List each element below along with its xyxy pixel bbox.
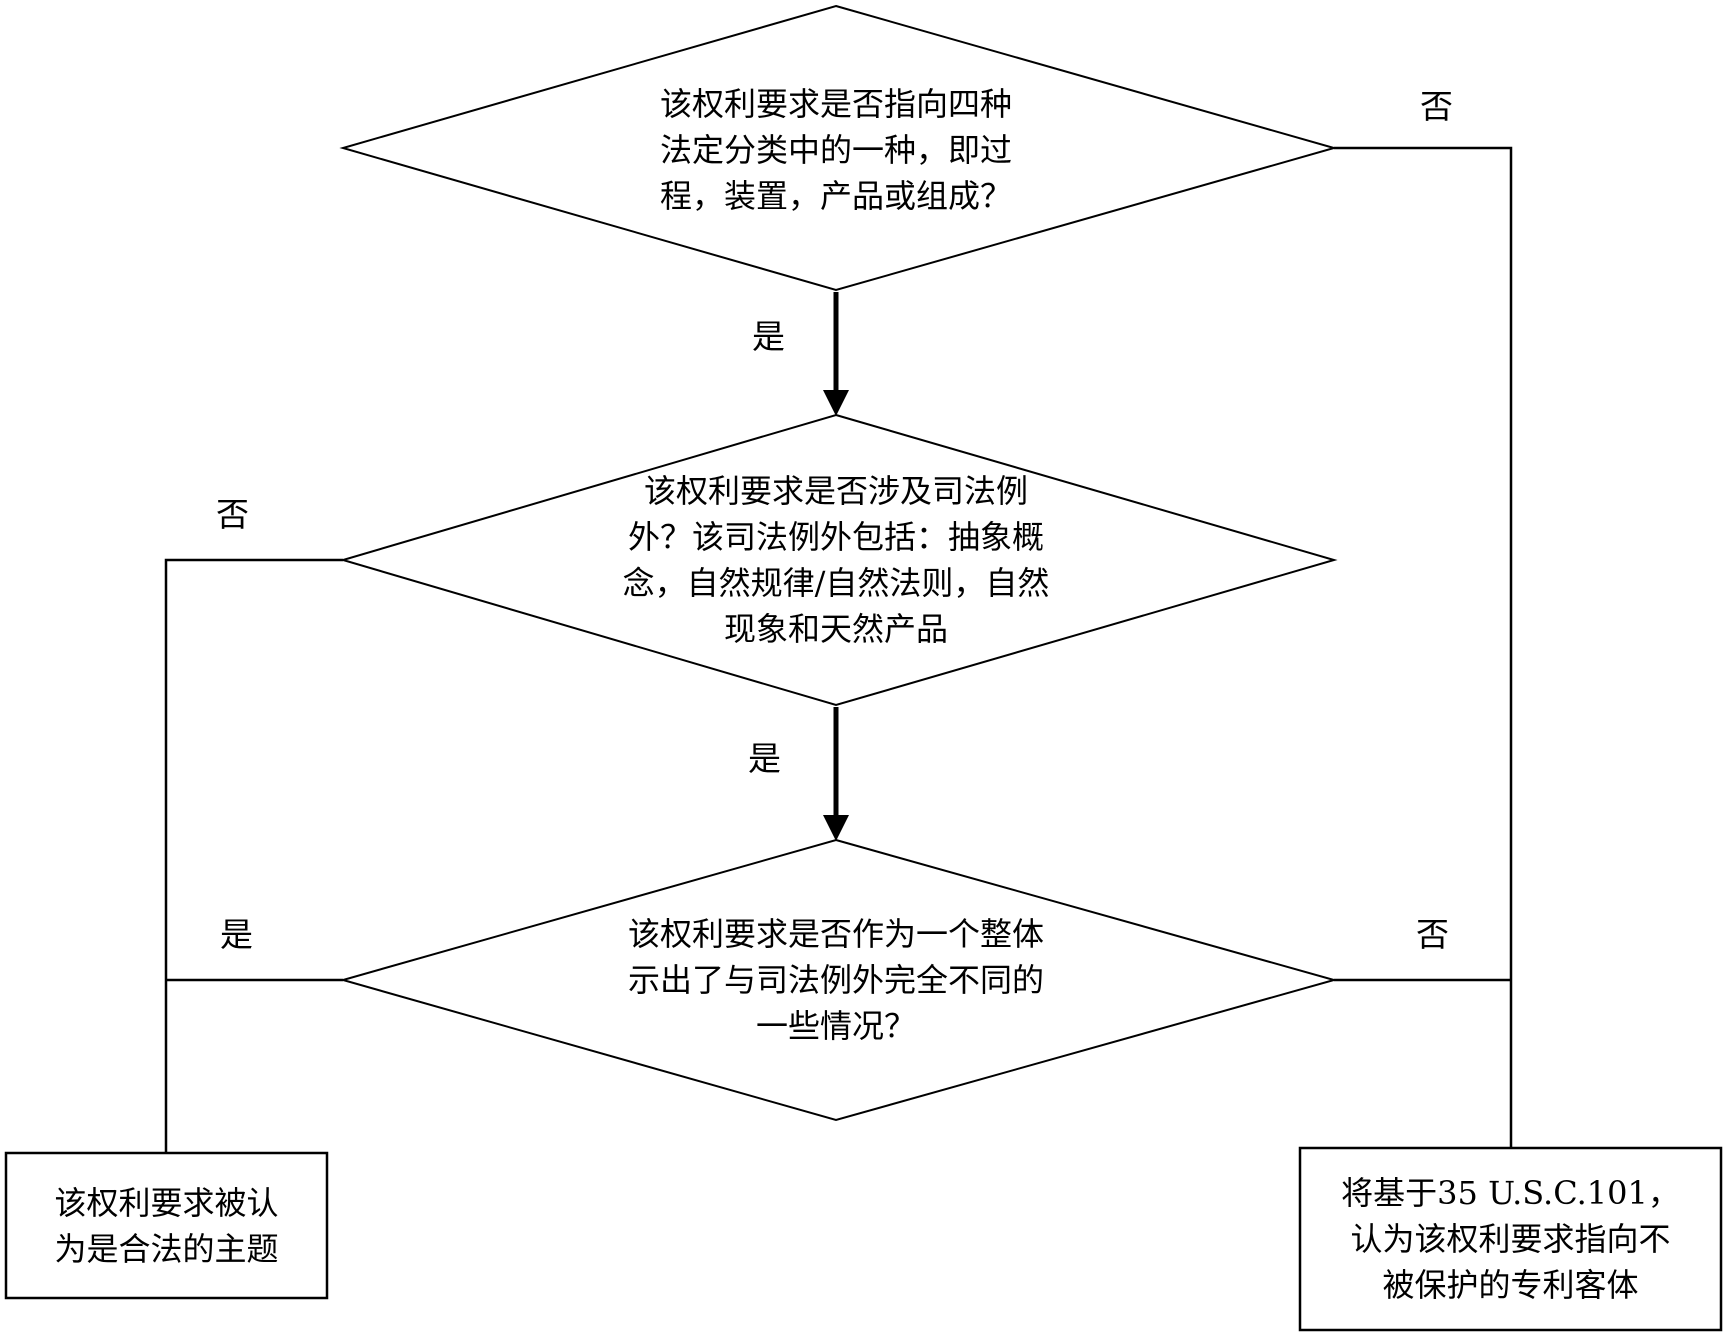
decision2-text: 该权利要求是否涉及司法例 外？该司法例外包括：抽象概 念，自然规律/自然法则，自… — [622, 472, 1050, 648]
arrow-head-icon — [823, 390, 849, 416]
ineligible-result-text: 将基于35 U.S.C.101， 认为该权利要求指向不 被保护的专利客体 — [1341, 1174, 1680, 1304]
decision2-diamond — [339, 413, 1338, 707]
decision3-text: 该权利要求是否作为一个整体 示出了与司法例外完全不同的 一些情况？ — [627, 915, 1044, 1045]
edge-label-no-decision3: 否 — [1416, 915, 1449, 954]
edge-decision1-no — [1334, 146, 1513, 1148]
decision3-diamond — [339, 838, 1338, 1122]
edge-decision2-no — [164, 558, 343, 1153]
arrow-head-icon — [823, 815, 849, 841]
edge-label-yes-decision1: 是 — [752, 317, 785, 356]
edge-label-no-decision1: 否 — [1420, 87, 1453, 126]
ineligible-result-box — [1298, 1146, 1723, 1332]
edge-label-yes-decision2: 是 — [748, 739, 781, 778]
decision1-diamond — [339, 4, 1338, 292]
edge-decision2-yes-arrow — [823, 707, 849, 841]
decision1-text: 该权利要求是否指向四种 法定分类中的一种，即过 程，装置，产品或组成？ — [659, 85, 1012, 215]
eligible-result-text: 该权利要求被认 为是合法的主题 — [54, 1183, 279, 1268]
edge-decision1-yes-arrow — [823, 292, 849, 416]
eligible-result-box — [4, 1151, 329, 1300]
edge-label-no-decision2: 否 — [216, 495, 249, 534]
edge-label-yes-decision3: 是 — [220, 915, 253, 954]
